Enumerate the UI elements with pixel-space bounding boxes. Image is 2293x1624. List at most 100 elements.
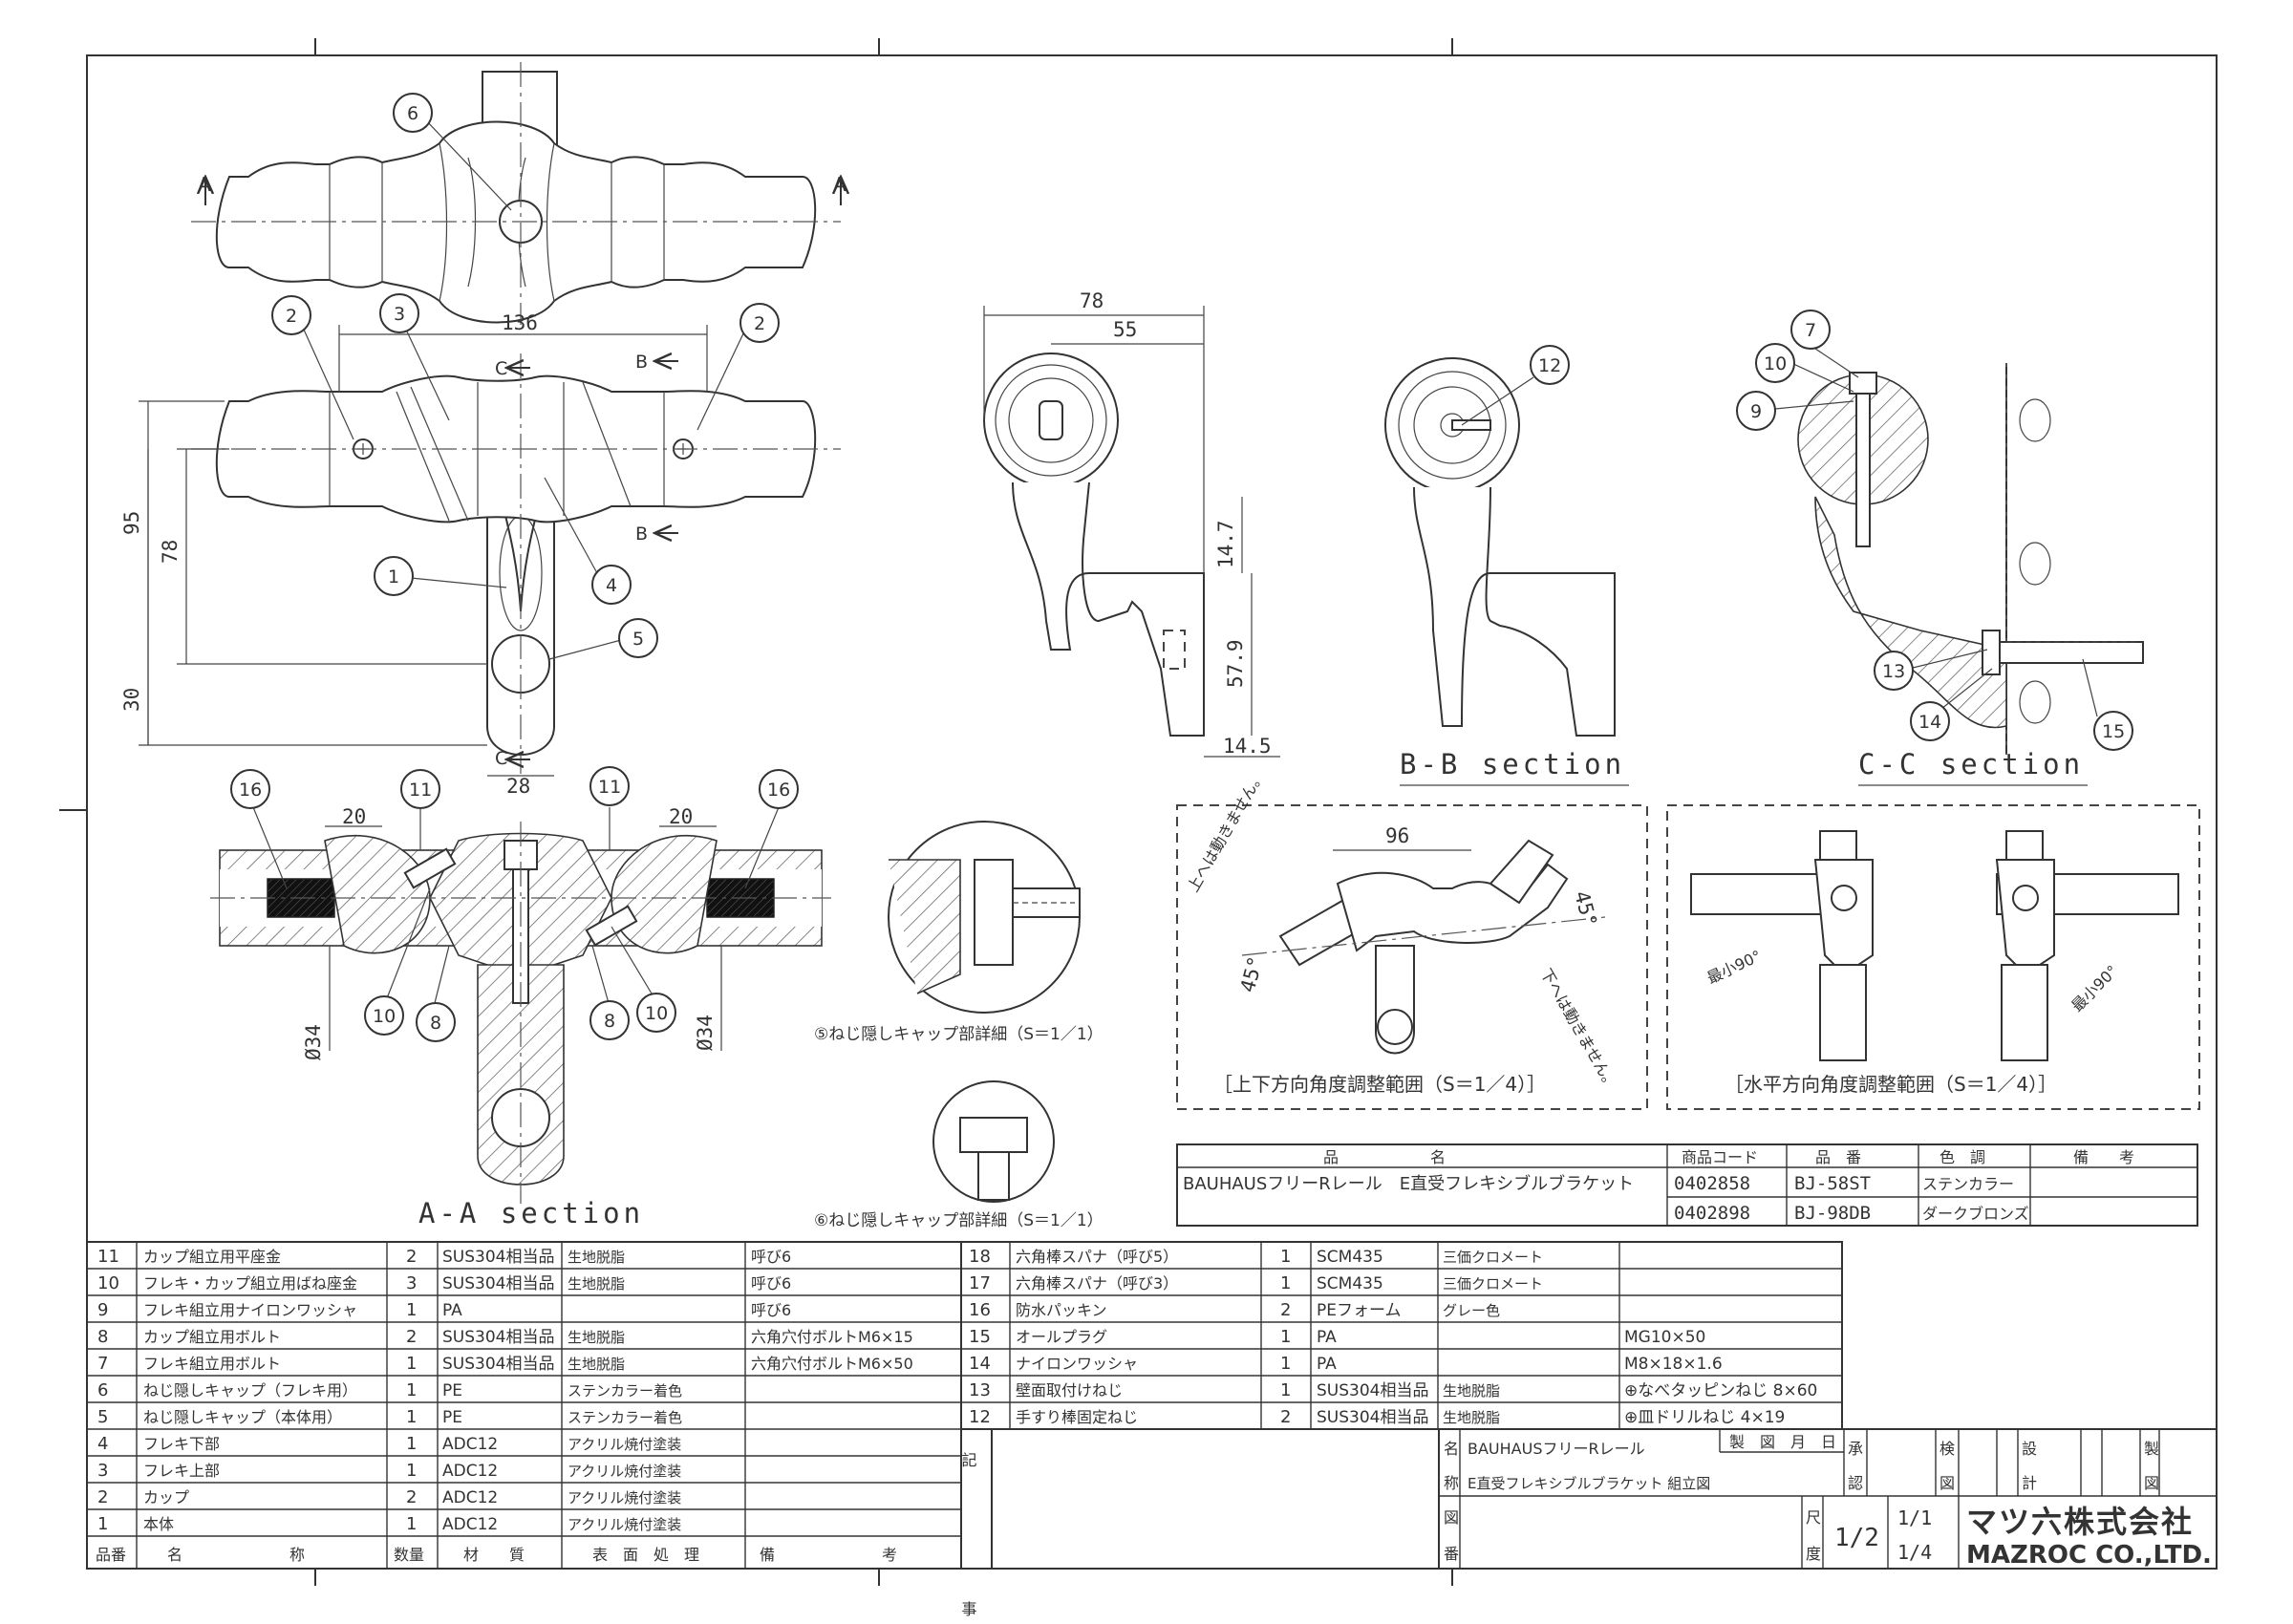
product-table-header-part-no: 品 番	[1815, 1148, 1861, 1166]
balloon-8-right: 8	[589, 945, 630, 1040]
dim-45-left: 45°	[1236, 953, 1268, 994]
angle-min-right: 最小90°	[2068, 962, 2121, 1015]
part-balloons: 6 2 3 2 1 4 5 16 11 11 16 10 8 8 10 12 7…	[230, 93, 2133, 1042]
part-qty: 2	[1280, 1407, 1291, 1427]
balloon-10-left: 10	[364, 887, 431, 1036]
part-qty: 2	[406, 1327, 417, 1347]
title-name-label: 名	[1444, 1440, 1459, 1458]
part-finish: アクリル焼付塗装	[568, 1436, 681, 1453]
product-table-header-color: 色 調	[1939, 1148, 1985, 1166]
svg-text:11: 11	[598, 777, 621, 798]
company-name-jp: マツ六株式会社	[1966, 1504, 2194, 1540]
svg-text:16: 16	[767, 780, 790, 801]
svg-text:3: 3	[394, 304, 405, 325]
bb-section-view: B-B section	[1384, 357, 1629, 786]
svg-text:8: 8	[604, 1011, 615, 1032]
svg-text:9: 9	[1750, 401, 1762, 422]
dim-14-7: 14.7	[1214, 520, 1237, 568]
part-no: 14	[969, 1354, 991, 1374]
title-approve: 承	[1848, 1440, 1863, 1458]
detail-5-caption: ⑤ねじ隠しキャップ部詳細（S＝1／1）	[814, 1025, 1104, 1044]
balloon-8-left: 8	[416, 945, 456, 1042]
title-inspect-2: 図	[1939, 1474, 1955, 1492]
part-note: ⊕皿ドリルねじ 4×19	[1624, 1408, 1785, 1427]
title-design-2: 計	[2022, 1474, 2037, 1492]
product-table-header-code: 商品コード	[1682, 1148, 1758, 1166]
cc-section-label: C-C section	[1858, 748, 2084, 780]
company-name-en: MAZROC CO.,LTD.	[1966, 1541, 2212, 1570]
balloon-14: 14	[1910, 668, 1993, 741]
svg-text:7: 7	[1805, 320, 1816, 341]
svg-text:10: 10	[645, 1003, 668, 1024]
svg-text:5: 5	[632, 629, 644, 650]
dim-96: 96	[1385, 824, 1409, 847]
part-name: フレキ下部	[143, 1435, 220, 1453]
title-scale-sub-2: 1/4	[1897, 1541, 1932, 1564]
part-finish: 生地脱脂	[568, 1356, 625, 1373]
part-name: フレキ上部	[143, 1462, 220, 1480]
title-drafted: 製	[2144, 1440, 2159, 1458]
part-no: 11	[97, 1247, 119, 1267]
dim-34-left: Ø34	[302, 1024, 325, 1060]
product-table-header-name: 品 名	[1323, 1148, 1446, 1166]
part-qty: 1	[406, 1461, 417, 1481]
svg-text:1: 1	[388, 566, 399, 588]
product-table: 品 名 商品コード 品 番 色 調 備 考 BAUHAUSフリーRレール E直受…	[1176, 1143, 2198, 1227]
part-finish: ステンカラー着色	[568, 1382, 682, 1400]
parts-header-note: 備 考	[760, 1546, 897, 1564]
product-color-2: ダークブロンズ	[1922, 1205, 2029, 1223]
part-finish: 三価クロメート	[1443, 1249, 1543, 1266]
title-name-line-1: BAUHAUSフリーRレール	[1468, 1440, 1645, 1458]
detail-5-view: ⑤ねじ隠しキャップ部詳細（S＝1／1）	[814, 821, 1104, 1044]
svg-text:4: 4	[606, 575, 617, 596]
part-material: SCM435	[1317, 1248, 1383, 1267]
part-name: オールプラグ	[1016, 1328, 1107, 1346]
product-table-header-note: 備 考	[2073, 1148, 2134, 1166]
balloon-15: 15	[2082, 658, 2133, 751]
part-note: ⊕なべタッピンねじ 8×60	[1624, 1381, 1817, 1400]
part-no: 5	[97, 1407, 108, 1427]
part-material: SUS304相当品	[442, 1328, 554, 1347]
dim-14-5: 14.5	[1223, 735, 1272, 758]
svg-text:13: 13	[1882, 661, 1905, 682]
svg-text:14: 14	[1918, 712, 1941, 733]
part-qty: 1	[406, 1380, 417, 1400]
part-no: 15	[969, 1327, 991, 1347]
part-name: 本体	[143, 1515, 174, 1533]
balloon-10-cc: 10	[1755, 343, 1854, 393]
product-code-1: 0402858	[1674, 1173, 1750, 1194]
part-qty: 1	[406, 1300, 417, 1320]
part-note: MG10×50	[1624, 1328, 1705, 1347]
section-mark-c-top: C	[495, 358, 507, 379]
parts-header-finish: 表 面 処 理	[592, 1546, 699, 1564]
part-note: M8×18×1.6	[1624, 1355, 1723, 1374]
part-name: フレキ組立用ナイロンワッシャ	[143, 1301, 357, 1319]
part-note: 六角穴付ボルトM6×15	[751, 1328, 913, 1346]
balloon-1: 1	[374, 556, 507, 596]
angle-note-up: 上へは動きません。	[1184, 767, 1268, 895]
part-no: 6	[97, 1380, 108, 1400]
part-no: 13	[969, 1380, 991, 1400]
section-mark-a-left: A	[198, 173, 211, 196]
part-finish: アクリル焼付塗装	[568, 1463, 681, 1480]
title-name-line-2: E直受フレキシブルブラケット 組立図	[1468, 1475, 1710, 1492]
part-no: 17	[969, 1273, 991, 1293]
part-material: PA	[1317, 1355, 1337, 1374]
part-material: SUS304相当品	[442, 1274, 554, 1293]
svg-text:10: 10	[1764, 353, 1787, 374]
balloon-12: 12	[1461, 345, 1570, 426]
part-no: 1	[97, 1514, 108, 1534]
part-material: ADC12	[442, 1462, 498, 1481]
part-no: 16	[969, 1300, 991, 1320]
part-material: SUS304相当品	[442, 1248, 554, 1267]
balloon-13: 13	[1874, 649, 1988, 691]
part-qty: 2	[406, 1487, 417, 1507]
part-no: 3	[97, 1461, 108, 1481]
section-mark-a-right: A	[833, 173, 846, 196]
part-finish: 生地脱脂	[1443, 1409, 1500, 1426]
svg-text:15: 15	[2102, 721, 2125, 742]
part-qty: 1	[406, 1407, 417, 1427]
part-qty: 1	[406, 1514, 417, 1534]
